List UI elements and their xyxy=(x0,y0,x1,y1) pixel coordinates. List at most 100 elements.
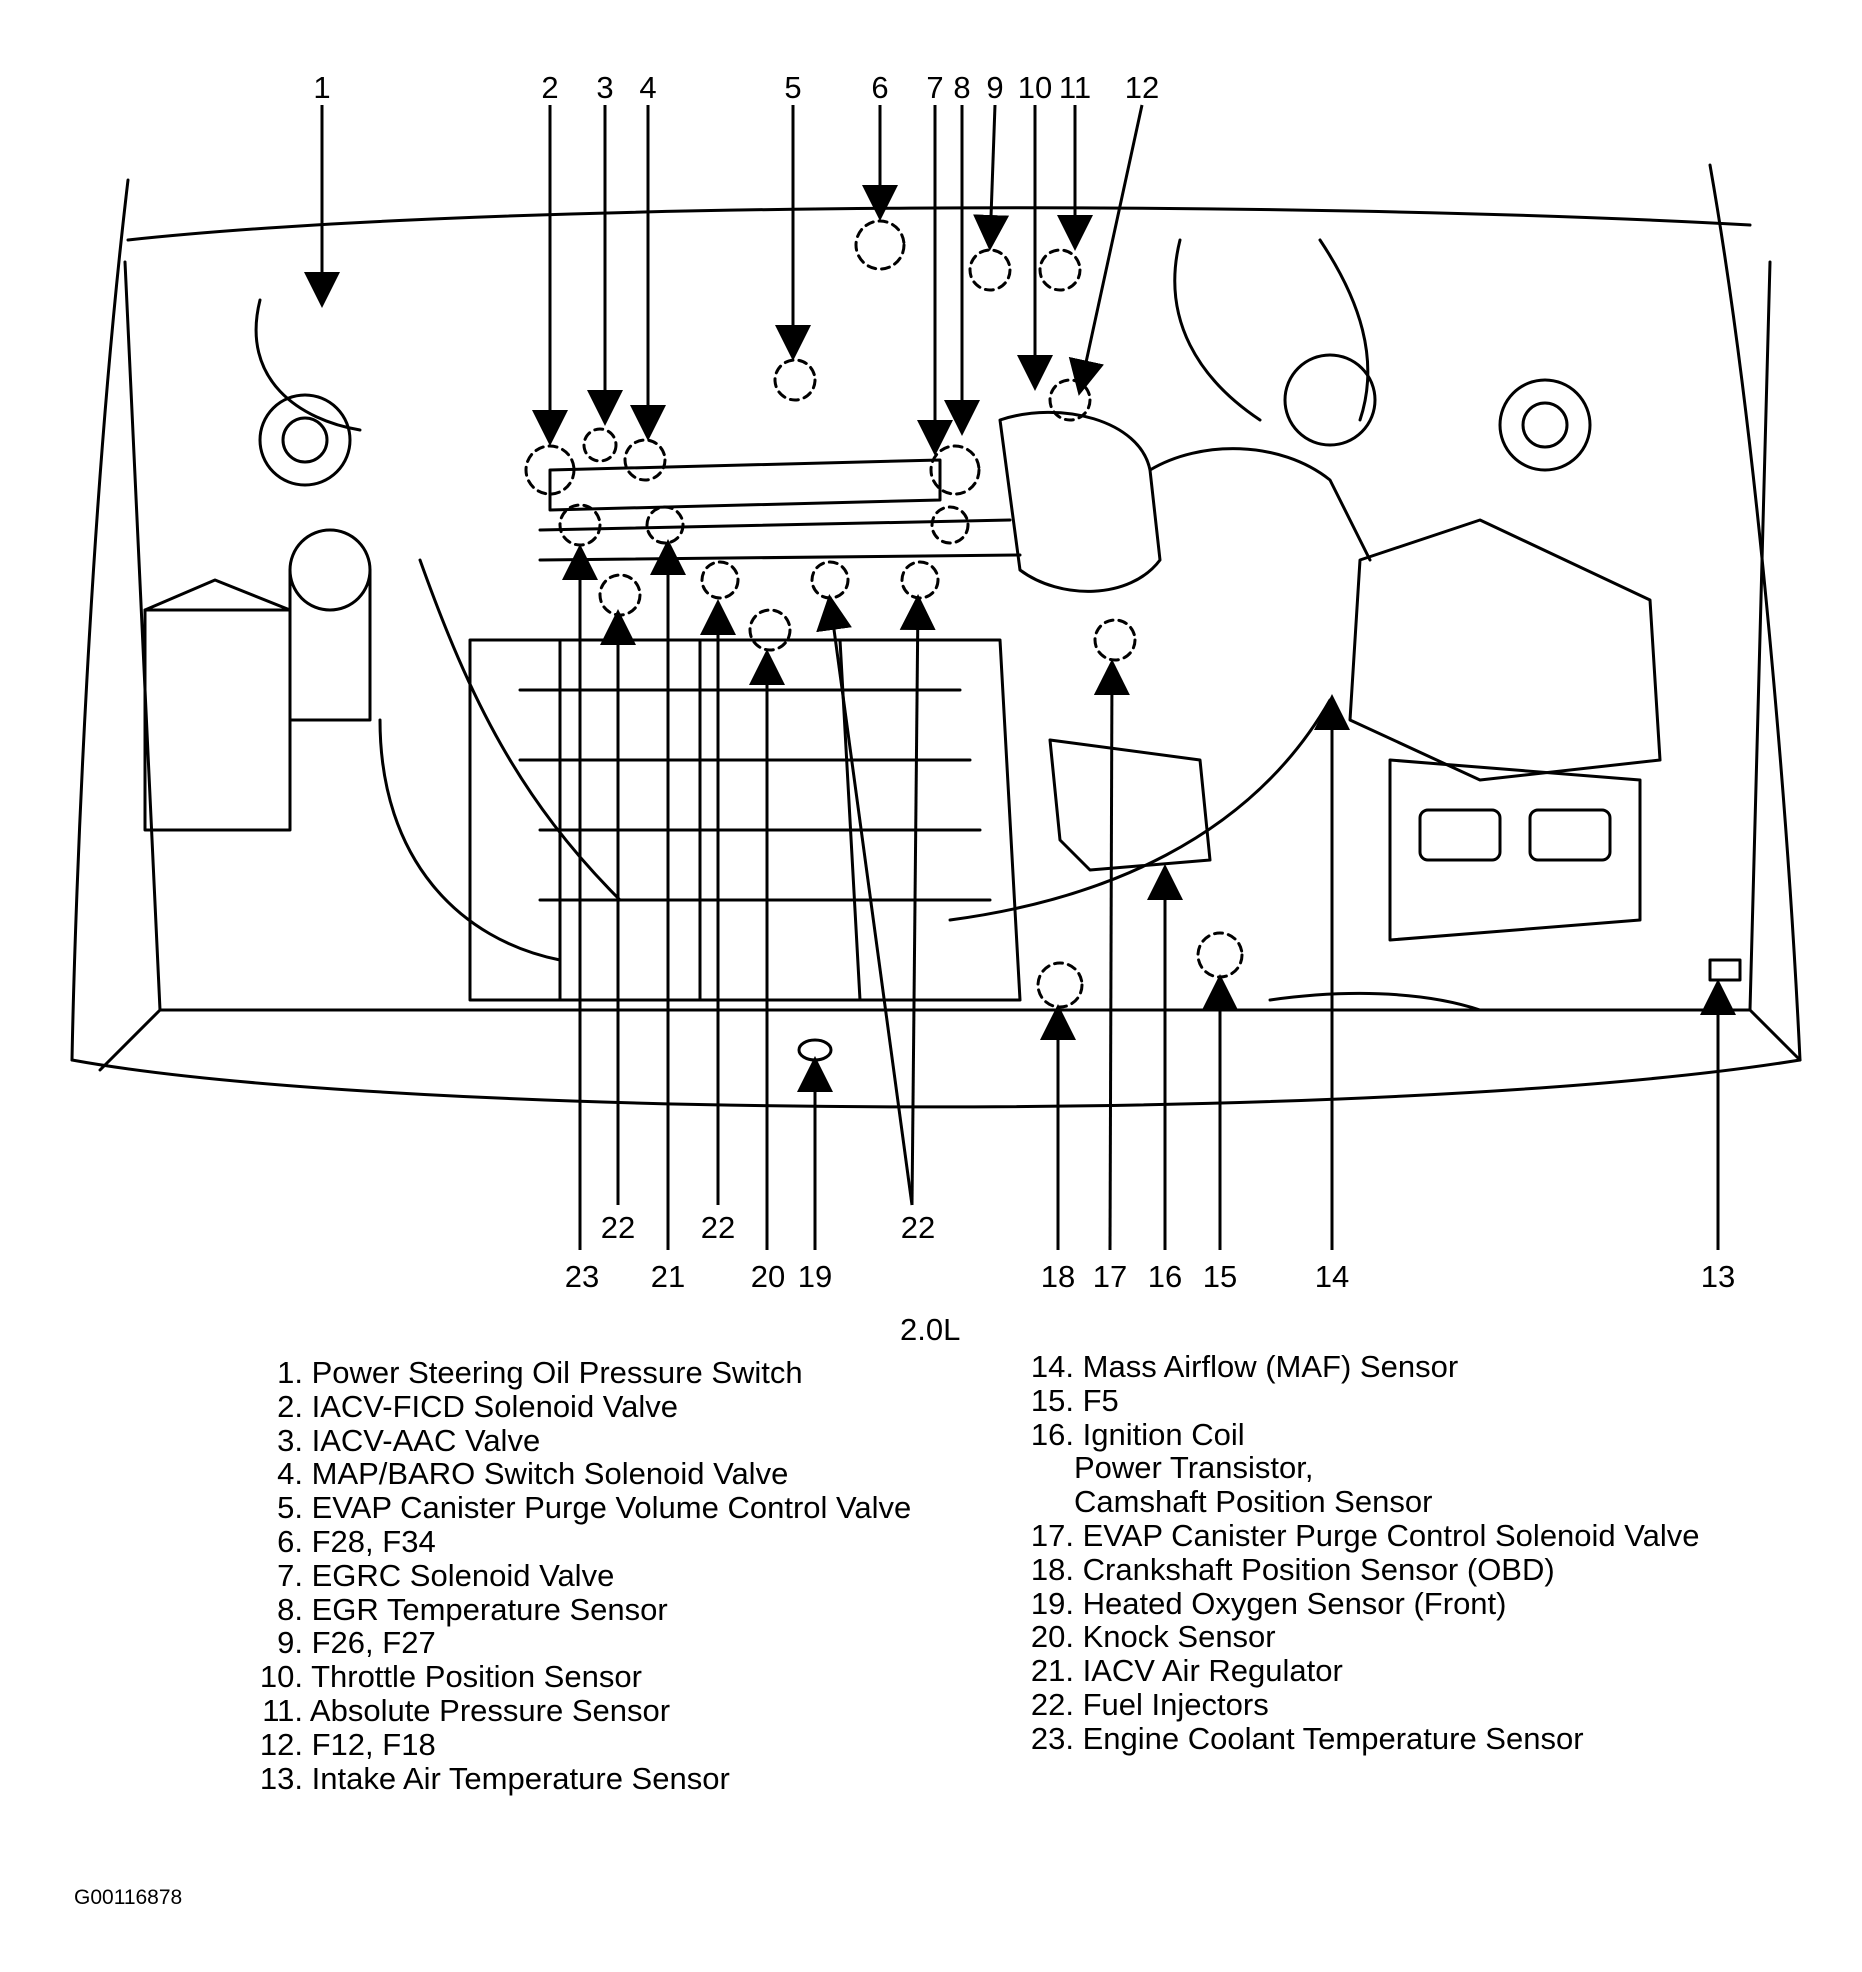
legend-item-number: 6. xyxy=(277,1523,303,1559)
distributor xyxy=(1048,738,1212,872)
callout-number: 4 xyxy=(639,70,656,105)
legend-item-number: 2. xyxy=(277,1388,303,1424)
callout-number: 10 xyxy=(1018,70,1052,105)
legend-item-continuation: Power Transistor, xyxy=(1074,1450,1314,1486)
legend-item: 21. IACV Air Regulator xyxy=(1018,1654,1700,1688)
leader-22d xyxy=(899,594,936,1206)
legend-item-number: 21. xyxy=(1030,1653,1074,1689)
callout-number: 7 xyxy=(926,70,943,105)
legend-item-number: 13. xyxy=(259,1760,303,1796)
legend-item-number: 3. xyxy=(277,1422,303,1458)
callout-number: 13 xyxy=(1701,1259,1735,1294)
leader-22c xyxy=(816,594,914,1206)
legend-item: 14. Mass Airflow (MAF) Sensor xyxy=(1018,1350,1700,1384)
callout-number: 11 xyxy=(1059,70,1091,105)
callout-number: 8 xyxy=(953,70,970,105)
callout-number: 19 xyxy=(798,1259,832,1294)
legend-item-label: EGR Temperature Sensor xyxy=(311,1591,668,1627)
legend-item-label: EVAP Canister Purge Volume Control Valve xyxy=(311,1490,912,1526)
legend-item: 22. Fuel Injectors xyxy=(1018,1688,1700,1722)
callout-number: 1 xyxy=(313,70,330,105)
throttle-body xyxy=(998,410,1162,593)
legend-item-label: F12, F18 xyxy=(311,1726,436,1762)
legend-item: 11. Absolute Pressure Sensor xyxy=(246,1694,911,1728)
legend-item-label: F28, F34 xyxy=(311,1523,436,1559)
hood-outline xyxy=(70,178,130,1062)
legend-item-number: 16. xyxy=(1030,1416,1074,1452)
callout-number: 23 xyxy=(565,1259,599,1294)
legend-item: 1. Power Steering Oil Pressure Switch xyxy=(246,1356,911,1390)
legend-item: 4. MAP/BARO Switch Solenoid Valve xyxy=(246,1457,911,1491)
legend-item: 9. F26, F27 xyxy=(246,1626,911,1660)
legend-item-label: EVAP Canister Purge Control Solenoid Val… xyxy=(1082,1517,1700,1553)
callout-number: 15 xyxy=(1203,1259,1237,1294)
legend-item: 12. F12, F18 xyxy=(246,1726,911,1762)
callout-number: 16 xyxy=(1148,1259,1182,1294)
legend-item: 5. EVAP Canister Purge Volume Control Va… xyxy=(246,1491,911,1525)
legend-item-label: Ignition Coil xyxy=(1082,1416,1245,1452)
callout-number: 17 xyxy=(1093,1259,1127,1294)
legend-item: 17. EVAP Canister Purge Control Solenoid… xyxy=(1018,1519,1700,1553)
hose xyxy=(378,718,562,962)
legend-item-label: Throttle Position Sensor xyxy=(311,1659,642,1695)
callout-number: 2 xyxy=(541,70,558,105)
legend-item-label: Intake Air Temperature Sensor xyxy=(311,1760,730,1796)
legend-item-number: 22. xyxy=(1030,1686,1074,1722)
legend-item-label: Knock Sensor xyxy=(1082,1619,1276,1655)
legend-item-number: 14. xyxy=(1030,1349,1074,1384)
callout-number: 3 xyxy=(596,70,613,105)
legend-item: 6. F28, F34 xyxy=(246,1525,911,1559)
legend-item-number: 20. xyxy=(1030,1619,1074,1655)
legend-item: 7. EGRC Solenoid Valve xyxy=(246,1557,911,1593)
reservoir xyxy=(288,528,372,612)
legend-item-number: 9. xyxy=(277,1625,303,1661)
battery xyxy=(143,578,292,832)
callout-number: 22 xyxy=(601,1210,635,1245)
leader-17 xyxy=(1093,659,1130,1251)
legend-item: 20. Knock Sensor xyxy=(1018,1620,1700,1654)
legend-item: 8. EGR Temperature Sensor xyxy=(246,1591,911,1627)
legend-item: 23. Engine Coolant Temperature Sensor xyxy=(1018,1720,1700,1756)
legend-item-number: 10. xyxy=(259,1659,303,1695)
legend-item-number: 18. xyxy=(1030,1551,1074,1587)
leader-9 xyxy=(973,104,1010,251)
legend-item-label: Fuel Injectors xyxy=(1082,1686,1269,1722)
callout-number: 6 xyxy=(871,70,888,105)
legend-item-number: 7. xyxy=(277,1557,303,1593)
legend-item-number: 4. xyxy=(277,1456,303,1492)
legend-item: 13. Intake Air Temperature Sensor xyxy=(246,1760,911,1796)
legend-item-label: Power Steering Oil Pressure Switch xyxy=(311,1355,803,1390)
legend-item: 10. Throttle Position Sensor xyxy=(246,1660,911,1694)
legend-item-label: F5 xyxy=(1082,1382,1119,1418)
legend-item: 18. Crankshaft Position Sensor (OBD) xyxy=(1018,1551,1700,1587)
leader-12 xyxy=(1068,104,1144,396)
legend-item-number: 11. xyxy=(262,1692,303,1728)
legend-item-label: IACV Air Regulator xyxy=(1082,1653,1343,1689)
legend-item-label: EGRC Solenoid Valve xyxy=(311,1557,615,1593)
intake-tube xyxy=(1148,447,1372,562)
legend-item-label: F26, F27 xyxy=(311,1625,436,1661)
engine-block xyxy=(468,638,1022,1002)
legend-item-number: 15. xyxy=(1030,1382,1074,1418)
air-filter-box xyxy=(1348,518,1662,782)
callout-number: 22 xyxy=(701,1210,735,1245)
legend-item-label: MAP/BARO Switch Solenoid Valve xyxy=(311,1456,789,1492)
legend-item-label: Mass Airflow (MAF) Sensor xyxy=(1082,1349,1459,1384)
callout-number: 22 xyxy=(901,1210,935,1245)
legend-item-number: 19. xyxy=(1030,1585,1074,1621)
callout-number: 18 xyxy=(1041,1259,1075,1294)
legend-item-number: 1. xyxy=(277,1355,303,1390)
legend-item: 15. F5 xyxy=(1018,1382,1700,1418)
legend-item-label: Engine Coolant Temperature Sensor xyxy=(1082,1720,1584,1756)
legend-item-label: Absolute Pressure Sensor xyxy=(309,1692,671,1728)
legend-item-label: Heated Oxygen Sensor (Front) xyxy=(1082,1585,1507,1621)
callout-number: 9 xyxy=(986,70,1003,105)
callout-number: 21 xyxy=(651,1259,685,1294)
callout-number: 20 xyxy=(751,1259,785,1294)
engine-label: 2.0L xyxy=(900,1312,961,1347)
legend-item-number: 8. xyxy=(277,1591,303,1627)
legend-item-continuation: Camshaft Position Sensor xyxy=(1074,1484,1433,1520)
